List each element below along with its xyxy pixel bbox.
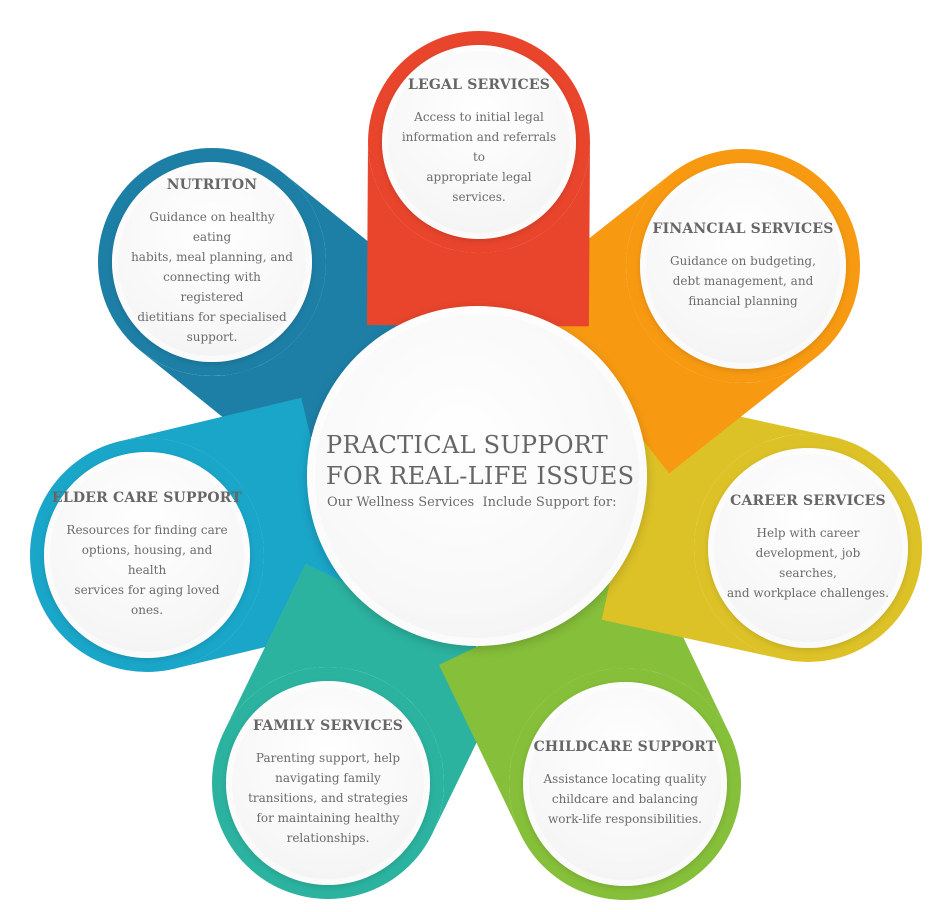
nutrition-petal: [140, 173, 430, 469]
childcare-support-circle: CHILDCARE SUPPORT Assistance locating qu…: [523, 682, 727, 886]
financial-services-title: FINANCIAL SERVICES: [652, 221, 834, 237]
legal-petal: [366, 141, 590, 327]
childcare-support-description: Assistance locating quality childcare an…: [543, 772, 707, 826]
family-services-circle: FAMILY SERVICES Parenting support, help …: [226, 681, 430, 885]
career-services-title: CAREER SERVICES: [730, 493, 886, 509]
center-subtitle: Our Wellness Services Include Support fo…: [327, 495, 617, 510]
center-title: PRACTICAL SUPPORT FOR REAL-LIFE ISSUES: [326, 430, 646, 492]
nutrition-description: Guidance on healthy eating habits, meal …: [131, 210, 293, 344]
nutrition-title: NUTRITON: [166, 177, 258, 193]
center-hub: [307, 306, 647, 646]
nutrition-circle: NUTRITON Guidance on healthy eating habi…: [112, 162, 312, 362]
center-title-line2: FOR REAL-LIFE ISSUES: [326, 462, 635, 490]
elder-care-support-description: Resources for finding care options, hous…: [66, 523, 228, 617]
legal-services-circle: LEGAL SERVICES Access to initial legal i…: [382, 45, 576, 239]
career-services-circle: CAREER SERVICES Help with career develop…: [708, 448, 908, 648]
childcare-support-title: CHILDCARE SUPPORT: [533, 739, 717, 755]
center-title-line1: PRACTICAL SUPPORT: [326, 431, 609, 459]
family-services-title: FAMILY SERVICES: [252, 718, 404, 734]
career-services-description: Help with career development, job search…: [726, 526, 890, 600]
financial-services-circle: FINANCIAL SERVICES Guidance on budgeting…: [640, 163, 846, 369]
financial-petal: [524, 174, 816, 474]
legal-services-description: Access to initial legal information and …: [401, 110, 557, 204]
elder-care-support-title: ELDER CARE SUPPORT: [52, 490, 242, 506]
family-services-description: Parenting support, help navigating famil…: [248, 751, 408, 845]
financial-services-description: Guidance on budgeting, debt management, …: [670, 254, 816, 308]
career-petal: [601, 397, 833, 660]
legal-services-title: LEGAL SERVICES: [407, 77, 551, 93]
elder-care-support-circle: ELDER CARE SUPPORT Resources for finding…: [44, 452, 250, 658]
